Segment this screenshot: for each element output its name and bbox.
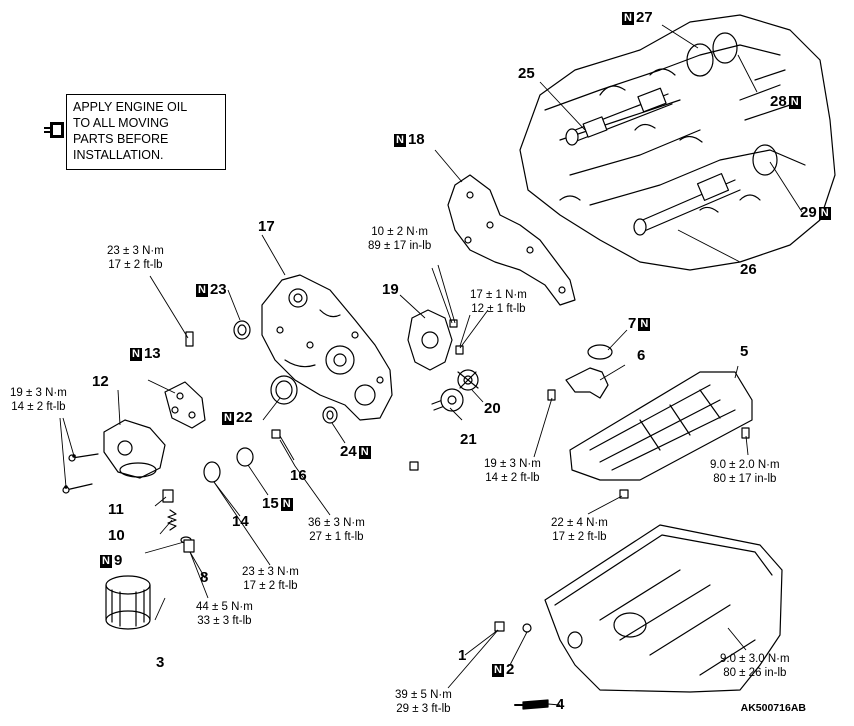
callout-12: 12 xyxy=(92,373,109,390)
spring-10 xyxy=(167,509,177,531)
new-part-mark: N xyxy=(492,664,504,677)
oil-can-icon xyxy=(42,118,70,142)
oil-pan xyxy=(544,524,783,693)
gasket-18 xyxy=(447,174,576,306)
oil-seal-22 xyxy=(270,375,298,405)
oil-filter-bracket-12 xyxy=(103,419,166,479)
plug-11 xyxy=(162,489,174,503)
figure-code: AK500716AB xyxy=(740,702,806,714)
front-case-17 xyxy=(261,274,393,421)
callout-8: 8 xyxy=(200,569,209,586)
new-part-mark: N xyxy=(638,318,651,331)
new-part-mark: N xyxy=(394,134,406,147)
callout-17: 17 xyxy=(258,218,275,235)
gasket-13 xyxy=(164,381,206,429)
callout-14: 14 xyxy=(232,513,249,530)
callout-21: 21 xyxy=(460,431,477,448)
callout-26: 26 xyxy=(740,261,757,278)
new-part-mark: N xyxy=(100,555,112,568)
engine-block xyxy=(519,14,836,271)
callout-5: 5 xyxy=(740,343,749,360)
oil-screen-6 xyxy=(565,367,609,399)
new-part-mark: N xyxy=(280,498,293,511)
gear-21 xyxy=(431,388,464,412)
oil-seal-23 xyxy=(233,320,251,340)
callout-4: 4 xyxy=(556,696,565,713)
engine-oil-note: APPLY ENGINE OIL TO ALL MOVING PARTS BEF… xyxy=(66,94,226,170)
plug-8 xyxy=(183,539,195,553)
o-ring-15 xyxy=(236,447,254,467)
new-part-mark: N xyxy=(196,284,208,297)
oil-pump-cover-19 xyxy=(407,309,453,371)
new-part-mark: N xyxy=(622,12,634,25)
oil-filter-3 xyxy=(105,575,151,630)
sealant-tube-4 xyxy=(522,699,549,710)
new-part-mark: N xyxy=(818,207,831,220)
callout-25: 25 xyxy=(518,65,535,82)
o-ring-14 xyxy=(203,461,221,483)
oil-seal-24 xyxy=(322,406,338,424)
callout-20: 20 xyxy=(484,400,501,417)
callout-1: 1 xyxy=(458,647,467,664)
new-part-mark: N xyxy=(358,446,371,459)
balance-shaft-26 xyxy=(633,173,741,236)
gear-20 xyxy=(457,369,479,391)
note-line-3: PARTS BEFORE xyxy=(73,132,169,146)
callout-10: 10 xyxy=(108,527,125,544)
note-line-4: INSTALLATION. xyxy=(73,148,164,162)
note-line-1: APPLY ENGINE OIL xyxy=(73,100,188,114)
callout-19: 19 xyxy=(382,281,399,298)
new-part-mark: N xyxy=(222,412,234,425)
callout-3: 3 xyxy=(156,654,165,671)
callout-11: 11 xyxy=(108,501,124,518)
balance-shaft-25 xyxy=(565,87,673,146)
callout-6: 6 xyxy=(637,347,646,364)
new-part-mark: N xyxy=(130,348,142,361)
new-part-mark: N xyxy=(788,96,801,109)
note-line-2: TO ALL MOVING xyxy=(73,116,169,130)
callout-16: 16 xyxy=(290,467,307,484)
